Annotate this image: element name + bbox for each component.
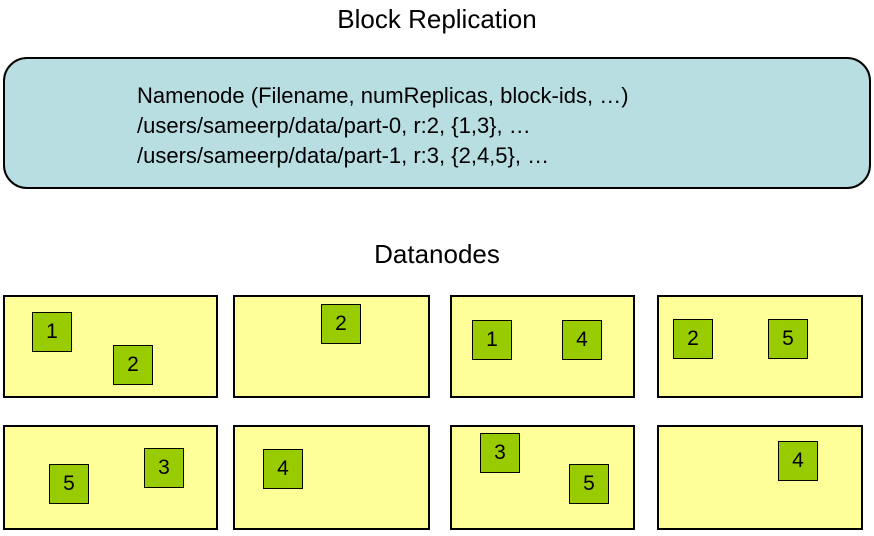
block-1: 1 xyxy=(32,312,72,352)
namenode-text: Namenode (Filename, numReplicas, block-i… xyxy=(137,81,629,171)
block-2: 2 xyxy=(113,345,153,385)
block-1: 1 xyxy=(472,320,512,360)
block-5: 5 xyxy=(569,464,609,504)
block-5: 5 xyxy=(49,464,89,504)
block-2: 2 xyxy=(673,319,713,359)
block-4: 4 xyxy=(562,320,602,360)
datanode-8: 4 xyxy=(657,425,863,530)
namenode-file-entry-part1: /users/sameerp/data/part-1, r:3, {2,4,5}… xyxy=(137,143,550,168)
namenode-box: Namenode (Filename, numReplicas, block-i… xyxy=(3,57,871,189)
block-3: 3 xyxy=(480,433,520,473)
page-title: Block Replication xyxy=(337,4,537,34)
namenode-header-line: Namenode (Filename, numReplicas, block-i… xyxy=(137,83,629,108)
block-4: 4 xyxy=(778,441,818,481)
namenode-file-entry-part0: /users/sameerp/data/part-0, r:2, {1,3}, … xyxy=(137,113,531,138)
block-4: 4 xyxy=(263,449,303,489)
datanode-6: 4 xyxy=(233,425,430,530)
block-3: 3 xyxy=(144,448,184,488)
block-2: 2 xyxy=(321,304,361,344)
block-5: 5 xyxy=(768,319,808,359)
datanode-2: 2 xyxy=(233,295,430,398)
datanodes-label: Datanodes xyxy=(374,239,500,269)
